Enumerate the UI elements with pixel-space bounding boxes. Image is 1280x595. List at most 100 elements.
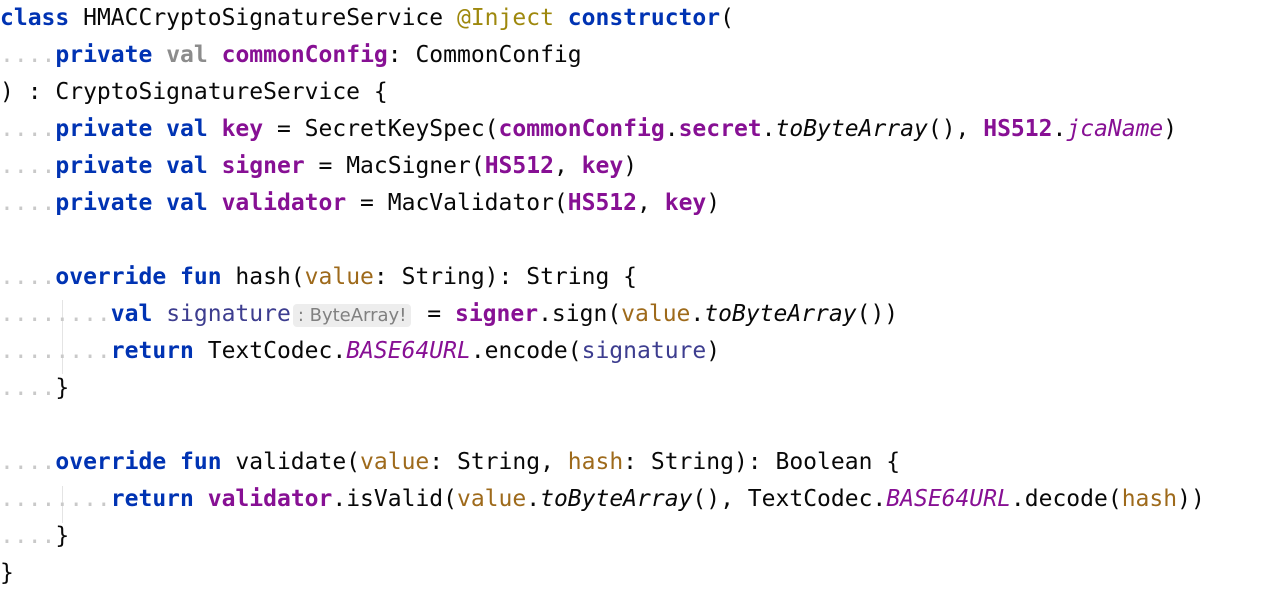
extension-call: toByteArray <box>540 486 693 512</box>
code-text: ( <box>720 5 734 31</box>
code-text: hash( <box>221 264 305 290</box>
code-text: : String): String { <box>373 264 638 290</box>
code-line[interactable]: ....override fun hash(value: String): St… <box>0 259 637 296</box>
property: commonConfig <box>221 42 388 68</box>
constant: HS512 <box>567 190 638 216</box>
code-text: , <box>553 153 582 179</box>
code-text <box>208 190 222 216</box>
constant: HS512 <box>484 153 554 179</box>
code-line[interactable]: ....private val signer = MacSigner(HS512… <box>0 148 637 185</box>
code-text: TextCodec. <box>193 338 347 364</box>
code-line[interactable]: ....} <box>0 370 69 407</box>
code-text: : String): Boolean { <box>623 449 901 475</box>
code-text: (), <box>927 116 984 142</box>
code-text: HMACCryptoSignatureService <box>69 5 457 31</box>
code-text: ) <box>706 190 721 216</box>
code-text: } <box>55 523 70 549</box>
keyword: private val <box>55 153 208 179</box>
whitespace-marker: .... <box>0 375 56 401</box>
code-text: = <box>413 301 455 327</box>
local-variable: signature <box>581 338 707 364</box>
code-text: .sign( <box>538 301 622 327</box>
property: validator <box>221 190 347 216</box>
whitespace-marker: .... <box>0 42 56 68</box>
property: signer <box>221 153 305 179</box>
code-text <box>152 301 166 327</box>
code-text: ) <box>1163 116 1178 142</box>
parameter: hash <box>1121 486 1178 512</box>
property: commonConfig <box>498 116 665 142</box>
parameter: value <box>304 264 374 290</box>
code-text: .decode( <box>1010 486 1122 512</box>
whitespace-marker: ........ <box>0 486 111 512</box>
keyword: val <box>166 42 208 68</box>
code-text: } <box>0 560 14 586</box>
code-text: = MacValidator( <box>346 190 568 216</box>
static-field: jcaName <box>1066 116 1164 142</box>
code-line[interactable]: ....private val validator = MacValidator… <box>0 185 720 222</box>
code-line[interactable]: ....private val commonConfig: CommonConf… <box>0 37 582 74</box>
code-text: . <box>664 116 679 142</box>
code-text: .encode( <box>470 338 582 364</box>
code-text <box>208 153 222 179</box>
extension-call: toByteArray <box>775 116 928 142</box>
keyword: val <box>110 301 153 327</box>
code-text: ) : CryptoSignatureService { <box>0 79 388 105</box>
property: key <box>581 153 624 179</box>
parameter: value <box>621 301 691 327</box>
code-line[interactable]: class HMACCryptoSignatureService @Inject… <box>0 0 734 37</box>
code-text: , <box>637 190 665 216</box>
keyword: private val <box>55 190 208 216</box>
static-field: BASE64URL <box>346 338 471 364</box>
whitespace-marker: ........ <box>0 338 111 364</box>
code-line[interactable]: ) : CryptoSignatureService { <box>0 74 388 111</box>
whitespace-marker: .... <box>0 523 56 549</box>
code-text <box>194 486 208 512</box>
code-line[interactable]: } <box>0 555 14 592</box>
whitespace-marker: .... <box>0 264 56 290</box>
keyword: class <box>0 5 70 31</box>
keyword: return <box>110 486 194 512</box>
code-text: )) <box>1177 486 1205 512</box>
code-text: (), TextCodec. <box>692 486 887 512</box>
property: key <box>664 190 707 216</box>
code-line[interactable]: ........return validator.isValid(value.t… <box>0 481 1205 518</box>
code-text <box>208 116 222 142</box>
indent-guide <box>62 486 63 523</box>
keyword: private <box>55 42 153 68</box>
code-text: = MacSigner( <box>304 153 485 179</box>
whitespace-marker: .... <box>0 190 56 216</box>
keyword: return <box>110 338 194 364</box>
whitespace-marker: ........ <box>0 301 111 327</box>
keyword: private val <box>55 116 208 142</box>
static-field: BASE64URL <box>886 486 1011 512</box>
code-text <box>208 42 222 68</box>
code-text: : CommonConfig <box>387 42 582 68</box>
code-text: . <box>1052 116 1067 142</box>
code-text: ) <box>623 153 638 179</box>
keyword: constructor <box>567 5 721 31</box>
whitespace-marker: .... <box>0 116 56 142</box>
code-line[interactable]: ....private val key = SecretKeySpec(comm… <box>0 111 1177 148</box>
code-line[interactable]: ........val signature: ByteArray! = sign… <box>0 296 898 333</box>
parameter: value <box>456 486 527 512</box>
code-text: . <box>761 116 776 142</box>
code-text: validate( <box>221 449 361 475</box>
whitespace-marker: .... <box>0 449 56 475</box>
local-variable: signature <box>166 301 291 327</box>
code-text: = SecretKeySpec( <box>263 116 499 142</box>
extension-call: toByteArray <box>704 301 857 327</box>
code-text: .isValid( <box>332 486 457 512</box>
annotation: @Inject <box>456 5 554 31</box>
code-line[interactable]: ........return TextCodec.BASE64URL.encod… <box>0 333 720 370</box>
code-text: } <box>55 375 70 401</box>
keyword: override fun <box>55 449 222 475</box>
code-line[interactable]: ....override fun validate(value: String,… <box>0 444 900 481</box>
indent-guide <box>62 300 63 374</box>
code-line[interactable]: ....} <box>0 518 69 555</box>
code-text <box>554 5 568 31</box>
property: validator <box>207 486 333 512</box>
parameter: value <box>360 449 430 475</box>
code-text: ()) <box>856 301 899 327</box>
